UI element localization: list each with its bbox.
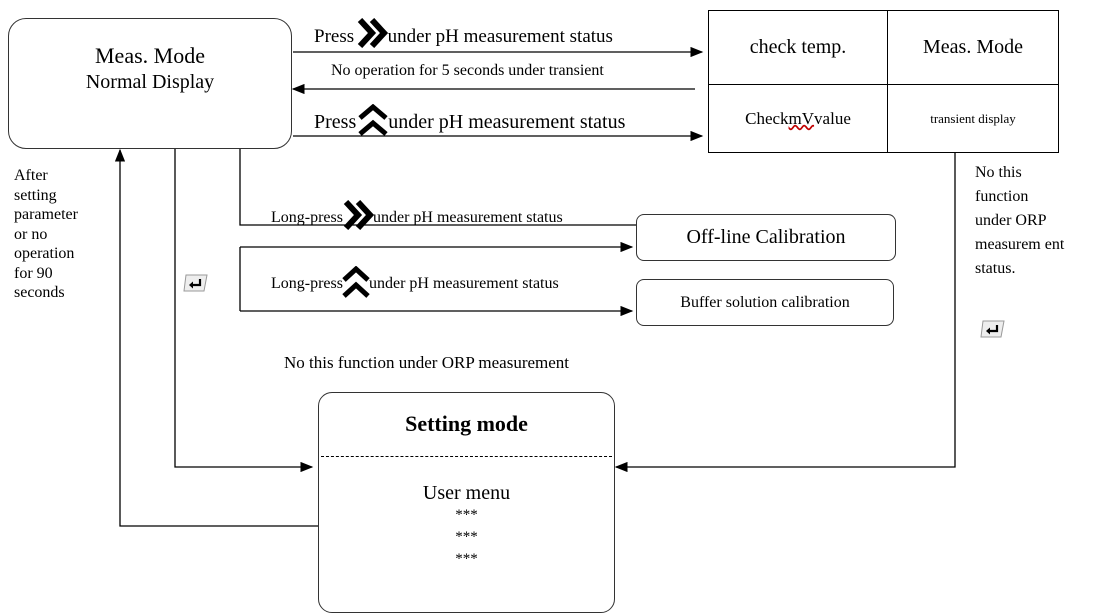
setting-mode-box: Setting mode User menu *** *** ***	[318, 392, 615, 613]
press-up-label: Press under pH measurement status	[314, 103, 625, 138]
offline-calibration-box: Off-line Calibration	[636, 214, 896, 261]
chevron-up-icon	[358, 103, 388, 136]
meas-mode-title: Meas. Mode	[95, 42, 205, 68]
check-temp-cell: check temp.	[749, 36, 847, 58]
meas-mode-subtitle: Normal Display	[85, 70, 215, 93]
branch-longpress	[239, 148, 640, 226]
arrow-to-setting	[174, 148, 314, 473]
buffer-calibration-box: Buffer solution calibration	[636, 279, 894, 326]
arrow-right-to-setting	[614, 153, 956, 473]
meas-mode-cell: Meas. Mode	[923, 36, 1023, 58]
longpress-right-label: Long-press under pH measurement status	[271, 199, 563, 231]
status-table: check temp. Meas. Mode Check mV value tr…	[708, 10, 1059, 153]
meas-mode-box: Meas. Mode Normal Display	[8, 18, 292, 149]
user-menu: User menu *** *** ***	[422, 482, 511, 568]
double-chevron-right-icon	[357, 17, 388, 49]
arrow-back-to-meas	[114, 148, 318, 527]
enter-key-icon	[980, 320, 1005, 338]
press-right-label: Press under pH measurement status	[314, 17, 613, 49]
double-chevron-right-icon	[343, 199, 375, 231]
orp-note: No this function under ORP measurement	[284, 353, 570, 372]
setting-mode-title: Setting mode	[405, 411, 528, 436]
check-mv-cell: Check mV value	[745, 108, 851, 128]
chevron-up-icon	[342, 265, 370, 298]
transient-display-cell: transient display	[930, 110, 1016, 126]
longpress-up-label: Long-press under pH measurement status	[271, 265, 559, 300]
no-operation-label: No operation for 5 seconds under transie…	[331, 62, 604, 79]
enter-key-icon	[183, 274, 208, 292]
